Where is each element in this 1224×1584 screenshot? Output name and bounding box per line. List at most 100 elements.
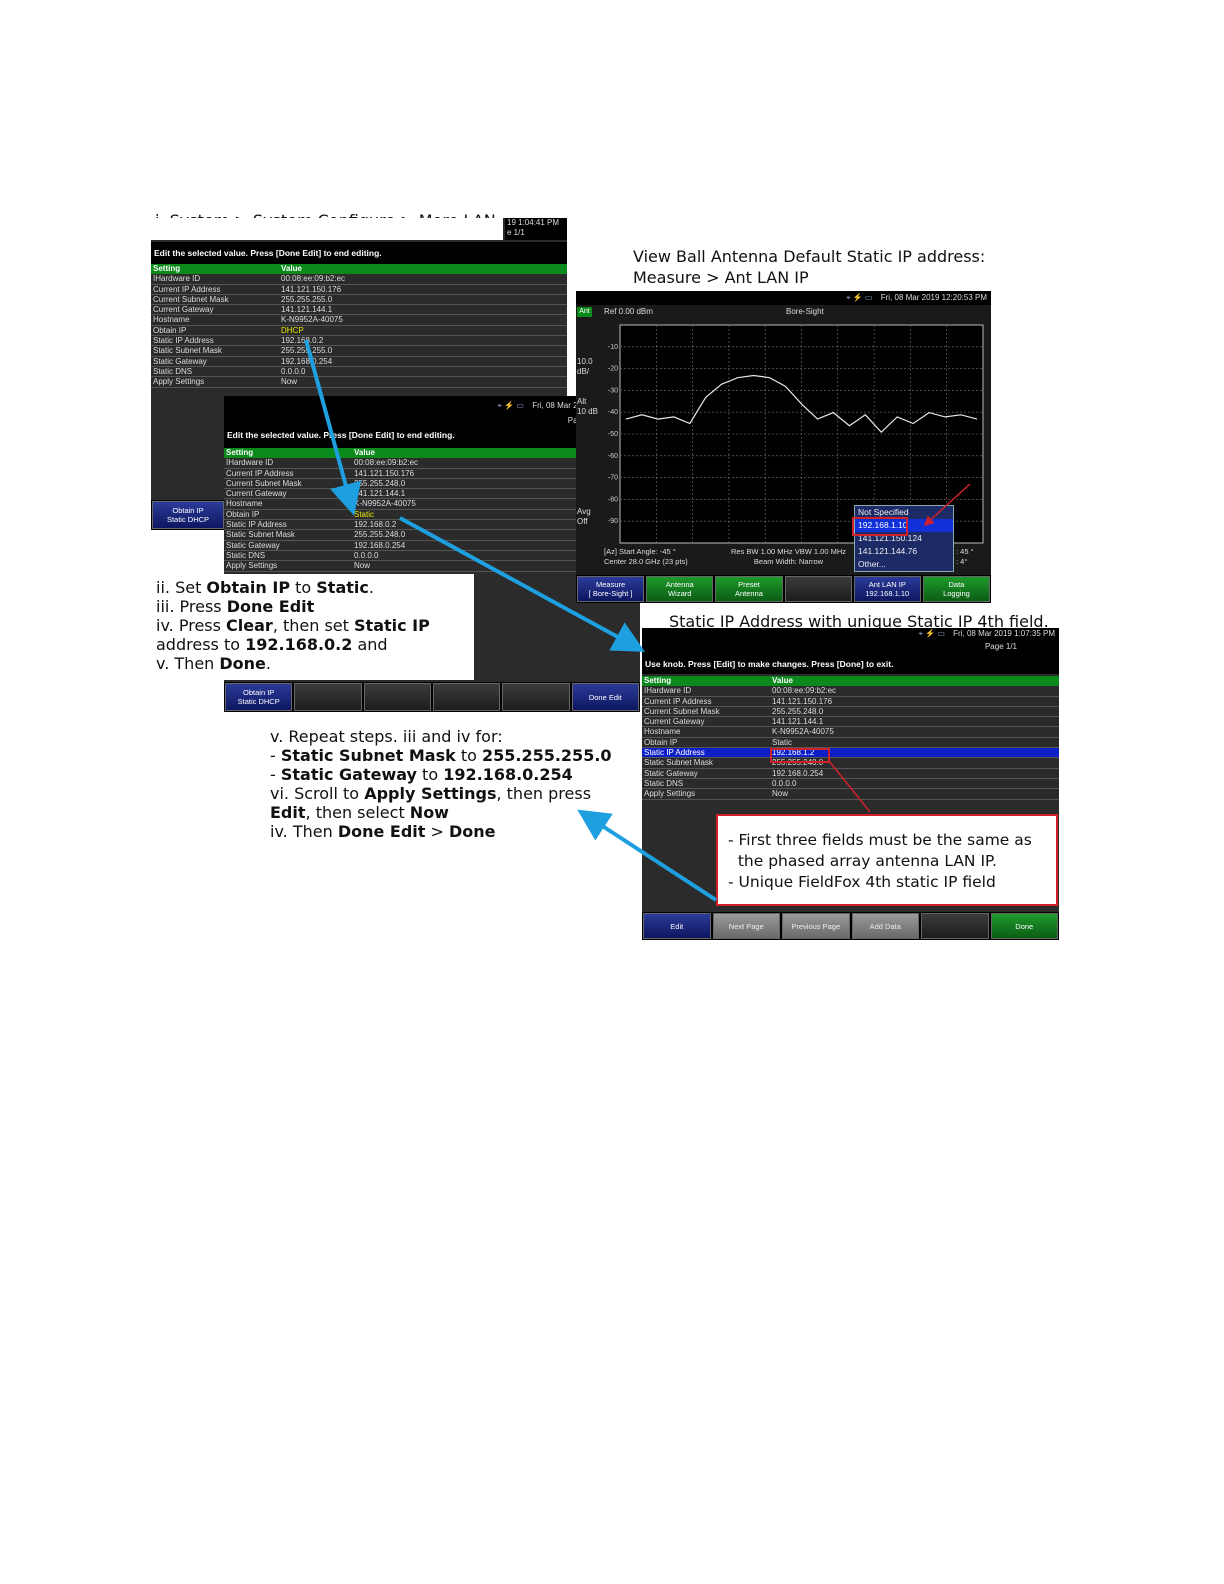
softkey-blank[interactable] [921,913,989,939]
mode-label: Bore-Sight [786,307,824,316]
steps-repeat-line: - Static Subnet Mask to 255.255.255.0 [270,746,612,765]
caption-static-ip-title: Static IP Address with unique Static IP … [669,612,1049,631]
menu-item[interactable]: Not Specified [858,507,909,517]
softkey-blank[interactable] [294,683,362,711]
softkey-blank[interactable] [502,683,570,711]
ant-lan-ip-menu: Not Specified 192.168.1.10 141.121.150.1… [854,505,954,572]
y-tick-label: -50 [608,431,618,438]
y-tick-label: -80 [608,496,618,503]
softkey-blank[interactable] [432,683,501,711]
page-indicator: Page 1/1 [984,642,1017,651]
page-indicator: e 1/1 [507,228,525,237]
menu-item-selected[interactable]: 192.168.1.10 [855,519,953,532]
page-indicator: Pag [567,416,582,425]
y-tick-label: -30 [608,387,618,394]
menu-item[interactable]: 141.121.144.76 [858,546,918,556]
ref-level: Ref 0.00 dBm [604,307,653,316]
steps-set-line: iii. Press Done Edit [156,597,315,616]
status-date: Fri, 08 Mar 2019 1:07:35 PM [953,629,1055,638]
steps-repeat-line: v. Repeat steps. iii and iv for: [270,727,503,746]
edit-instruction: Edit the selected value. Press [Done Edi… [151,242,567,264]
edit-softkey[interactable]: Edit [643,913,711,939]
next-page-softkey[interactable]: Next Page [712,913,780,939]
steps-repeat-line: vi. Scroll to Apply Settings, then press [270,784,592,803]
measure-softkey[interactable]: Measure[ Bore-Sight ] [577,576,645,602]
softkey-blank[interactable] [784,576,852,602]
y-tick-label: -70 [608,475,618,482]
steps-set-line: iv. Press Clear, then set Static IP [156,616,430,635]
status-date: Fri, 08 Mar 2019 12:20:53 PM [880,293,987,302]
menu-item[interactable]: Other... [858,559,886,569]
steps-box: ii. Set Obtain IP to Static.iii. Press D… [150,574,474,680]
screen-bore-sight: ⌖ ⚡ ▭ Fri, 08 Mar 2019 12:20:53 PM Ant R… [576,291,991,603]
y-tick-label: -40 [608,409,618,416]
add-data-softkey[interactable]: Add Data [851,913,919,939]
status-date: Fri, 08 Mar 20 [532,401,582,410]
menu-item[interactable]: 141.121.150.124 [858,533,922,543]
y-tick-label: -60 [608,453,618,460]
steps-repeat-line: Edit, then select Now [270,803,449,822]
done-edit-softkey[interactable]: Done Edit [571,683,639,711]
footer-right: : 45 °: 4° [956,547,974,566]
softkey-blank[interactable] [363,683,431,711]
done-softkey[interactable]: Done [990,913,1058,939]
steps-repeat-line: iv. Then Done Edit > Done [270,822,496,841]
steps-repeat: v. Repeat steps. iii and iv for:- Static… [270,727,612,841]
y-tick-label: -10 [608,344,618,351]
status-icons: ⌖ ⚡ ▭ [846,293,873,302]
callout-line-2: the phased array antenna LAN IP. [728,852,997,870]
steps-repeat-line: - Static Gateway to 192.168.0.254 [270,765,573,784]
footer-left: [Az] Start Angle: -45 °Center 28.0 GHz (… [604,547,688,566]
trace-line [625,374,978,434]
status-icons: ⌖ ⚡ ▭ [497,401,524,410]
caption-view-line-2: Measure > Ant LAN IP [633,268,809,287]
previous-page-softkey[interactable]: Previous Page [782,913,850,939]
y-tick-label: -90 [608,518,618,525]
